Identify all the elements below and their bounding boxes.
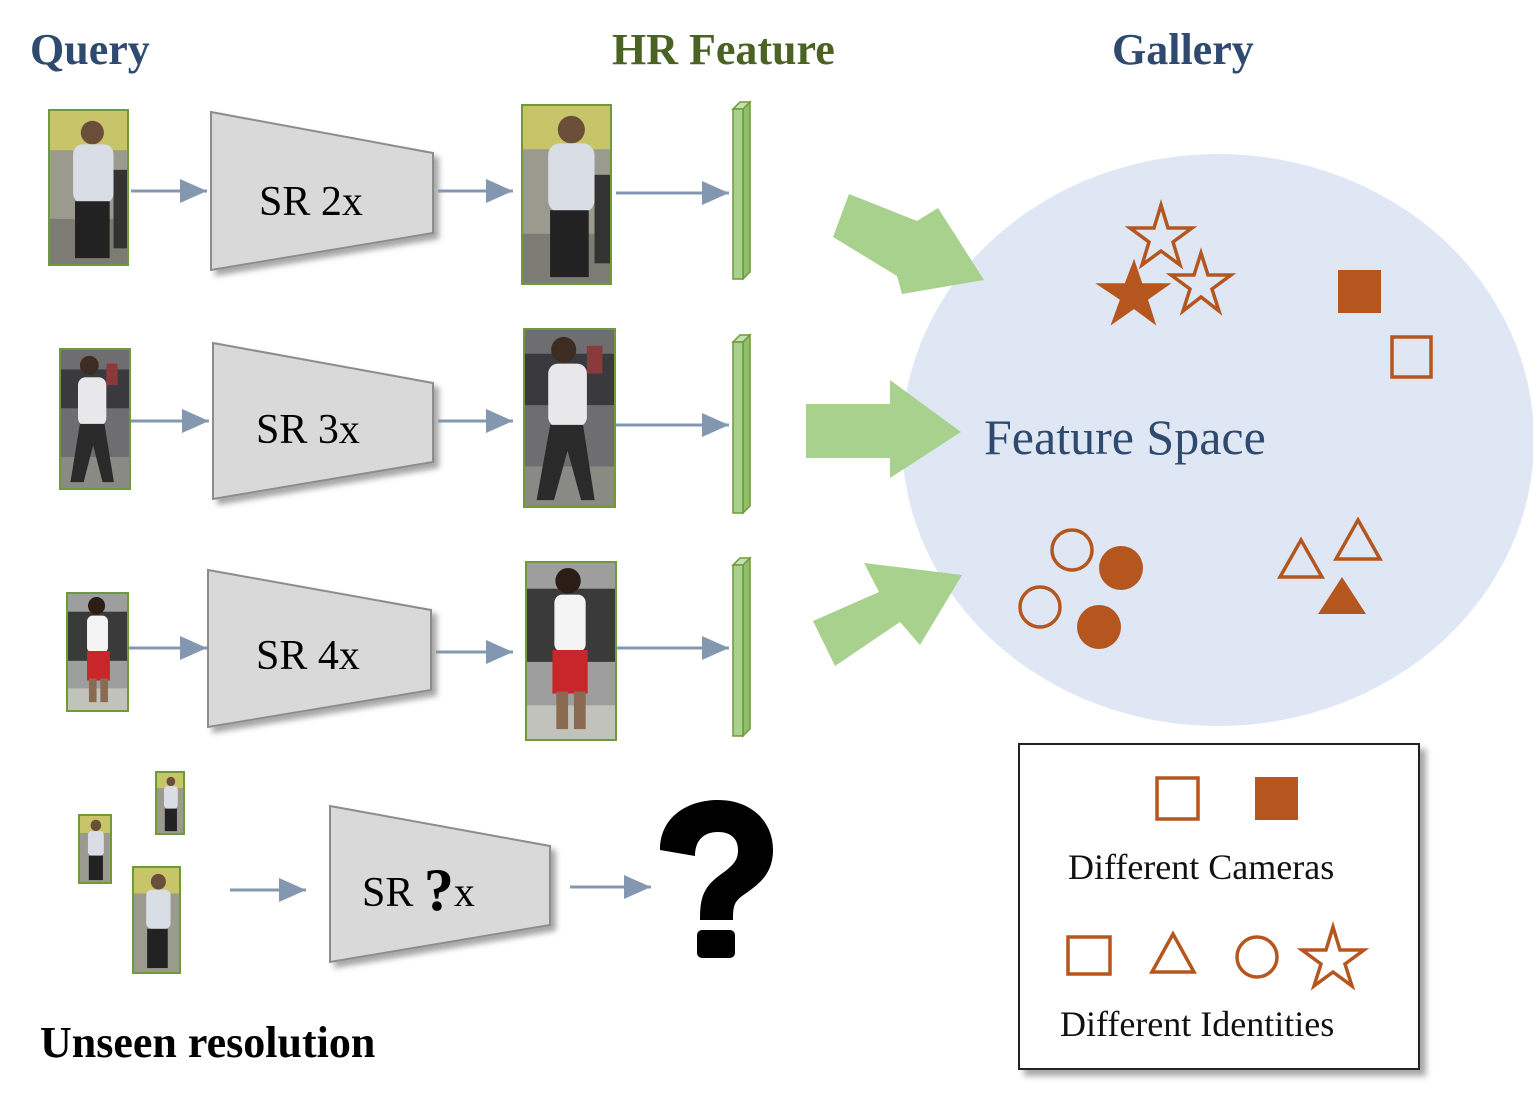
- hr-feature-vector-3: [731, 556, 752, 738]
- star-outline-icon: [1124, 198, 1198, 270]
- query-image-row-3: [66, 592, 129, 712]
- hr-feature-header: HR Feature: [612, 25, 835, 74]
- circle-outline-icon: [1018, 585, 1062, 629]
- big-arrow-3: [813, 563, 962, 666]
- query-header: Query: [30, 25, 150, 74]
- sr-prefix: SR: [256, 633, 308, 679]
- legend-cameras-label: Different Cameras: [1068, 847, 1335, 887]
- legend-shapes-overlay: [1066, 776, 1370, 991]
- circle-filled-icon: [1099, 546, 1143, 590]
- star-filled-icon: [1095, 258, 1172, 326]
- legend-identities-label: Different Identities: [1060, 1004, 1335, 1044]
- query-image-row-2: [59, 348, 131, 490]
- sr-encoder-unseen: [329, 804, 551, 964]
- hr-feature-vector-2: [731, 333, 752, 515]
- gallery-header: Gallery: [1112, 25, 1254, 74]
- unseen-image-small-1: [155, 771, 185, 835]
- question-mark-icon: [660, 800, 773, 958]
- sr-prefix: SR: [362, 870, 414, 916]
- star-identity-cluster: [1095, 198, 1237, 326]
- unseen-resolution-caption: Unseen resolution: [40, 1018, 376, 1067]
- big-arrow-2: [806, 380, 961, 478]
- triangle-outline-icon: [1276, 536, 1326, 579]
- circle-outline-icon: [1050, 528, 1094, 572]
- square-filled-icon: [1338, 270, 1381, 313]
- hr-image-row-1: [521, 104, 612, 285]
- star-outline-icon: [1165, 247, 1237, 316]
- big-arrow-1: [833, 194, 984, 294]
- triangle-outline-icon: [1333, 516, 1383, 561]
- sr-label-row-2: SR 3x: [256, 406, 360, 454]
- sr-label-unseen: SR ?x: [362, 852, 475, 923]
- sr-encoder-1: [210, 110, 434, 272]
- unseen-image-small-2: [78, 814, 112, 884]
- sr-scale: 3x: [317, 407, 360, 453]
- sr-label-row-1: SR 2x: [259, 178, 363, 226]
- sr-scale-unknown: ?: [423, 857, 454, 923]
- sr-scale: 2x: [320, 179, 363, 225]
- circle-filled-icon: [1077, 605, 1121, 649]
- sr-prefix: SR: [259, 179, 311, 225]
- triangle-filled-icon: [1318, 577, 1366, 614]
- hr-image-row-3: [525, 561, 617, 741]
- query-image-row-1: [48, 109, 129, 266]
- feature-space-label: Feature Space: [984, 409, 1266, 465]
- sr-suffix: x: [453, 870, 475, 916]
- sr-encoder-3: [207, 568, 432, 729]
- sr-scale: 4x: [317, 633, 360, 679]
- unseen-image-small-3: [132, 866, 181, 974]
- hr-image-row-2: [523, 328, 616, 508]
- legend-box: [1018, 743, 1420, 1070]
- square-outline-icon: [1390, 335, 1433, 379]
- hr-feature-vector-1: [731, 100, 752, 281]
- sr-label-row-3: SR 4x: [256, 632, 360, 680]
- sr-encoder-2: [212, 341, 434, 501]
- sr-prefix: SR: [256, 407, 308, 453]
